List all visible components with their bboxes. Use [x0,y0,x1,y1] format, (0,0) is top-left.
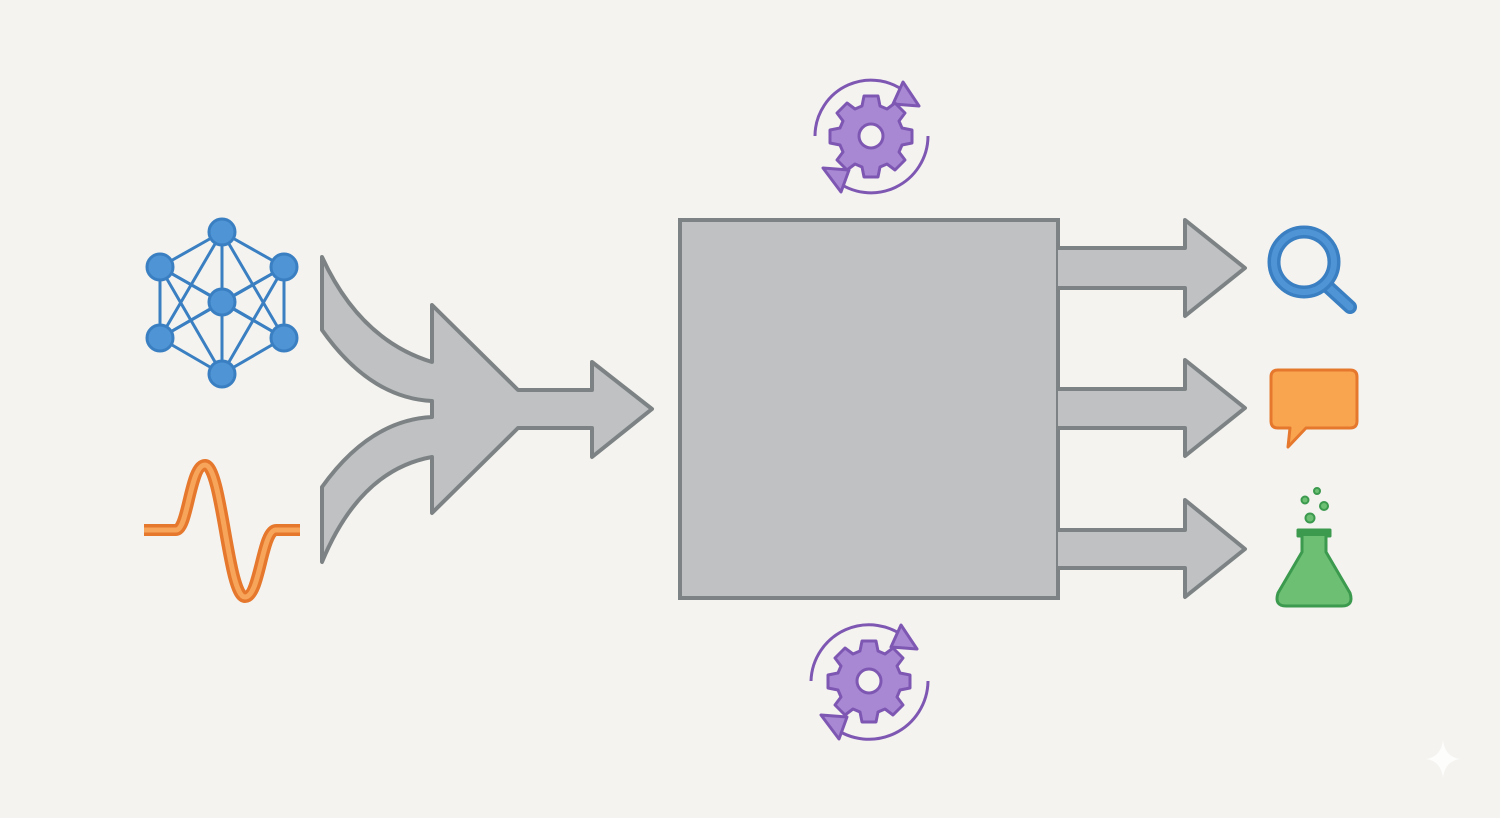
magnifier-icon [1267,225,1357,314]
neural-network-icon [145,217,299,389]
flask-icon [1275,487,1353,608]
sparkle-icon [1426,740,1460,778]
output-arrows [1058,218,1247,599]
merge-arrow [320,255,654,564]
chat-bubble-icon [1269,368,1359,449]
gear-icon [826,639,912,724]
gear-cycle-icon-top [813,78,930,195]
processing-box [678,218,1060,600]
signal-waveform-icon [144,459,300,603]
output-arrow-middle [1058,358,1247,458]
output-arrow-top [1058,218,1247,318]
output-arrow-bottom [1058,498,1247,599]
gear-icon [828,94,914,179]
gear-cycle-icon-bottom [809,623,930,741]
